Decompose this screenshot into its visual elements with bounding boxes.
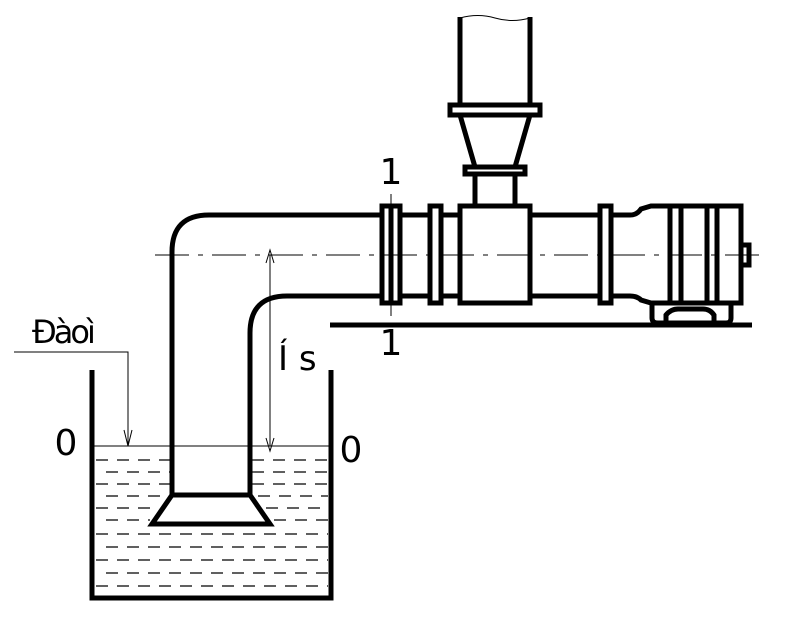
flange-inlet — [427, 203, 444, 306]
suction-inlet-bell — [147, 492, 275, 527]
water-tank — [89, 370, 334, 601]
section-0-left-label: 0 — [55, 423, 78, 464]
section-1-bottom-label: 1 — [380, 323, 403, 364]
horizontal-pipe — [400, 212, 600, 299]
suction-height-dimension — [265, 248, 275, 453]
section-0-right-label: 0 — [340, 430, 363, 471]
section-1-top-label: 1 — [380, 152, 403, 193]
motor — [611, 203, 752, 326]
discharge-pipe — [447, 15, 543, 209]
suction-pipe — [169, 212, 382, 495]
surface-leader — [14, 351, 133, 447]
surface-note-label: Đàoì — [32, 313, 94, 351]
suction-height-label: Í s — [278, 338, 317, 379]
water-hatching — [96, 459, 328, 587]
